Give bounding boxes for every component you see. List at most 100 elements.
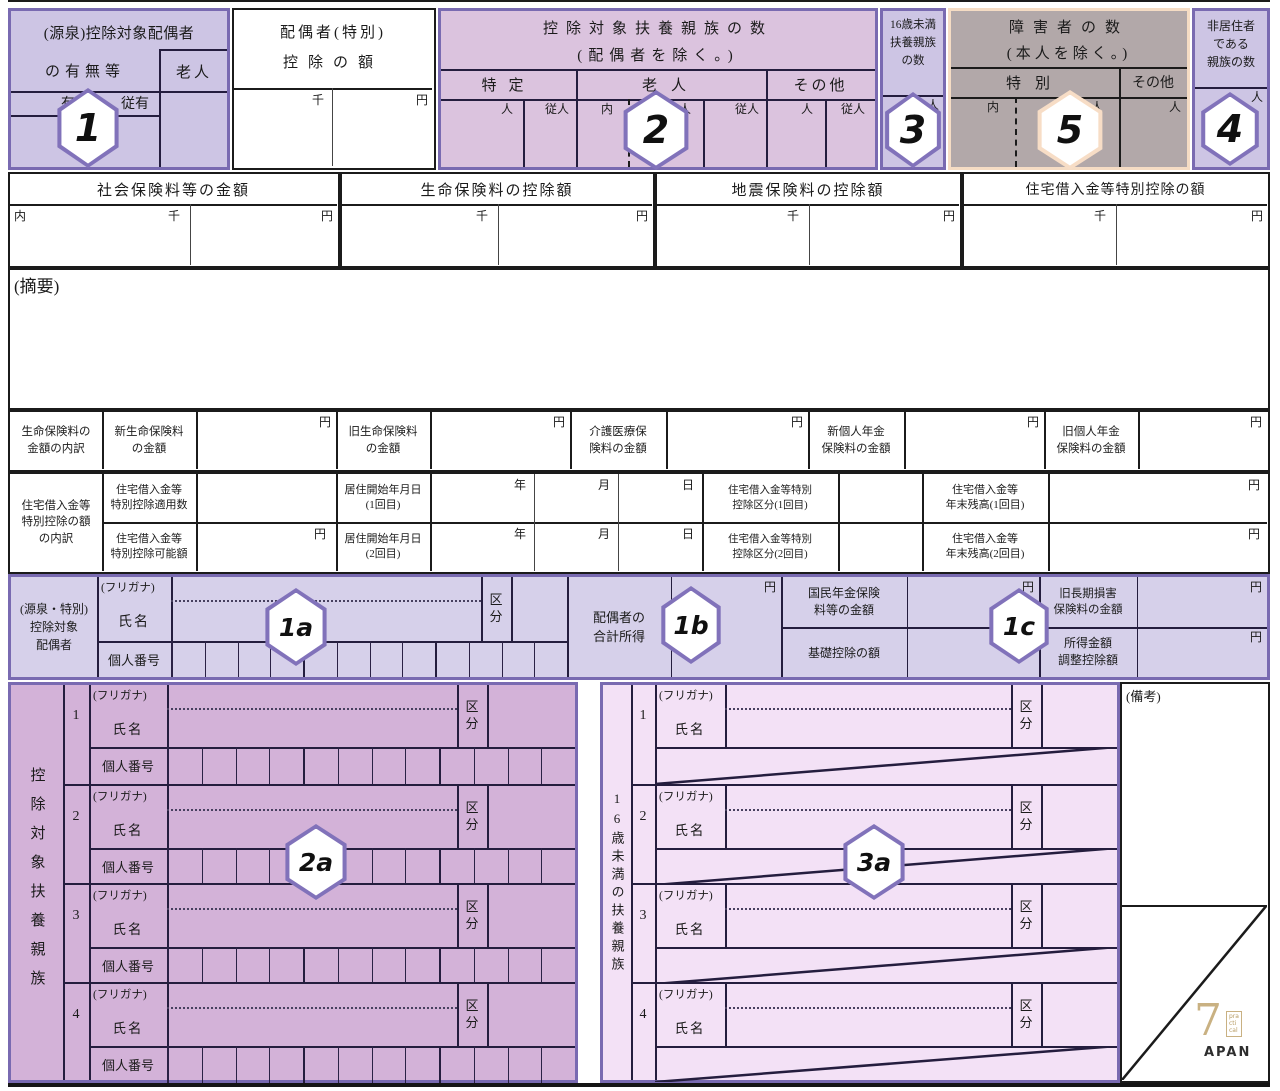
divider: [167, 885, 169, 947]
divider: [167, 685, 169, 747]
furigana-label: (フリガナ): [93, 890, 147, 902]
divider: [655, 786, 657, 883]
spouse-detail-head: (源泉・特別) 控除対象 配偶者: [20, 602, 88, 652]
divider: [1122, 905, 1267, 907]
furigana-label: (フリガナ): [659, 690, 713, 702]
mynumber-label: 個人番号: [101, 1058, 154, 1073]
divider: [766, 69, 768, 99]
divider: [457, 685, 459, 747]
row-number: 4: [72, 1007, 80, 1022]
divider: [441, 69, 875, 71]
divider: [809, 204, 810, 265]
yen-unit: 円: [1248, 478, 1261, 492]
month-unit: 月: [598, 478, 611, 492]
national-pension-label: 国民年金保険 料等の金額: [807, 586, 880, 617]
yen-unit: 円: [1021, 580, 1034, 594]
divider: [89, 747, 575, 749]
yen-unit: 円: [1249, 630, 1262, 644]
divider: [332, 88, 333, 166]
divider: [487, 786, 489, 848]
mynumber-label: 個人番号: [107, 652, 160, 668]
divider: [342, 204, 652, 206]
divider: [825, 99, 827, 167]
section-dependents-table: 控除対象扶養親族 1 (フリガナ) 氏名 区 分 個人番号 2 (フリガナ) 氏…: [8, 682, 578, 1083]
yen-unit: 円: [552, 415, 565, 429]
old-longterm-insurance-label: 旧長期損害 保険料の金額: [1053, 587, 1123, 616]
row-number: 2: [72, 809, 80, 824]
crossed-out-cell: [1122, 905, 1267, 1080]
divider: [234, 88, 432, 90]
divider: [102, 412, 104, 469]
divider: [1011, 685, 1013, 747]
divider: [1011, 786, 1013, 848]
row-number: 1: [72, 708, 80, 723]
national-pension-value: 円: [907, 577, 1039, 627]
new-life-insurance-value: 円: [196, 412, 336, 469]
mynumber-cells: [167, 1046, 575, 1083]
shimei-label: 氏名: [674, 1020, 706, 1036]
rojin-header: 老人: [159, 49, 227, 91]
nonresident-line1: 非居住者: [1206, 19, 1255, 33]
furigana-dotted-line: [167, 809, 457, 811]
divider: [570, 412, 572, 469]
marker-4-badge: 4: [1198, 92, 1262, 166]
furigana-label: (フリガナ): [93, 791, 147, 803]
divider: [457, 786, 459, 848]
section-remarks: (備考) 7 pra cti cal APAN: [1120, 682, 1270, 1083]
sonota-header: その他: [1132, 76, 1174, 91]
kubun-label: 区 分: [489, 592, 503, 624]
nin-unit: 人: [801, 102, 814, 116]
old-life-insurance-value: 円: [430, 412, 570, 469]
divider: [97, 577, 99, 677]
section-social-insurance-amount: 社会保険料等の金額 内 千 円: [8, 172, 340, 268]
residence-start-1-label: 居住開始年月日 (1回目): [344, 483, 422, 511]
divider: [655, 685, 657, 784]
furigana-dotted-line: [725, 1007, 1011, 1009]
mynumber-cells: [167, 848, 575, 885]
income-adjustment-label: 所得金額 調整控除額: [1057, 636, 1118, 667]
divider: [336, 474, 338, 571]
uchi-unit: 内: [14, 209, 27, 223]
crossed-out-cell: [655, 947, 1117, 984]
nonresident-line2: である: [1213, 37, 1249, 51]
divider: [576, 69, 578, 99]
mynumber-cells: [171, 641, 567, 677]
divider: [171, 577, 173, 677]
tokubetsu-header: 特別: [1005, 75, 1064, 92]
sen-unit: 千: [787, 209, 800, 223]
divider: [11, 91, 227, 93]
uchi-dashed-line: [1015, 97, 1017, 167]
day-unit: 日: [682, 478, 695, 492]
sen-unit: 千: [476, 209, 489, 223]
under16-count-line2: 扶養親族: [890, 36, 936, 49]
dependent-row: 1 (フリガナ) 氏名 区 分 個人番号: [63, 685, 575, 784]
sen-unit: 千: [1094, 209, 1107, 223]
kubun-label: 区 分: [465, 998, 479, 1030]
shimei-label: 氏名: [674, 921, 706, 937]
divider: [523, 99, 525, 167]
furigana-label: (フリガナ): [101, 582, 155, 594]
crossed-out-cell: [655, 1046, 1117, 1082]
yen-unit: 円: [790, 415, 803, 429]
section-life-insurance-deduction: 生命保険料の控除額 千 円: [340, 172, 655, 268]
divider: [657, 204, 959, 206]
yen-unit: 円: [318, 415, 331, 429]
yen-unit: 円: [1249, 415, 1262, 429]
section-earthquake-insurance-deduction: 地震保険料の控除額 千 円: [655, 172, 962, 268]
kubun-label: 区 分: [465, 899, 479, 931]
crossed-out-cell: [655, 747, 1117, 784]
row-number: 4: [639, 1007, 647, 1022]
marker-2-badge: 2: [620, 90, 692, 170]
divider: [487, 685, 489, 747]
marker-1a-badge: 1a: [262, 588, 330, 666]
divider: [89, 685, 91, 784]
yen-unit: 円: [1248, 527, 1261, 541]
yen-unit: 円: [942, 209, 955, 223]
divider: [89, 947, 575, 949]
old-annuity-insurance-value: 円: [1138, 412, 1267, 469]
watermark-small-text: pra cti cal: [1226, 1011, 1242, 1037]
marker-3a-badge: 3a: [840, 824, 908, 900]
kubun-label: 区 分: [1019, 699, 1033, 731]
year-unit: 年: [514, 527, 527, 541]
new-annuity-insurance-value: 円: [904, 412, 1044, 469]
